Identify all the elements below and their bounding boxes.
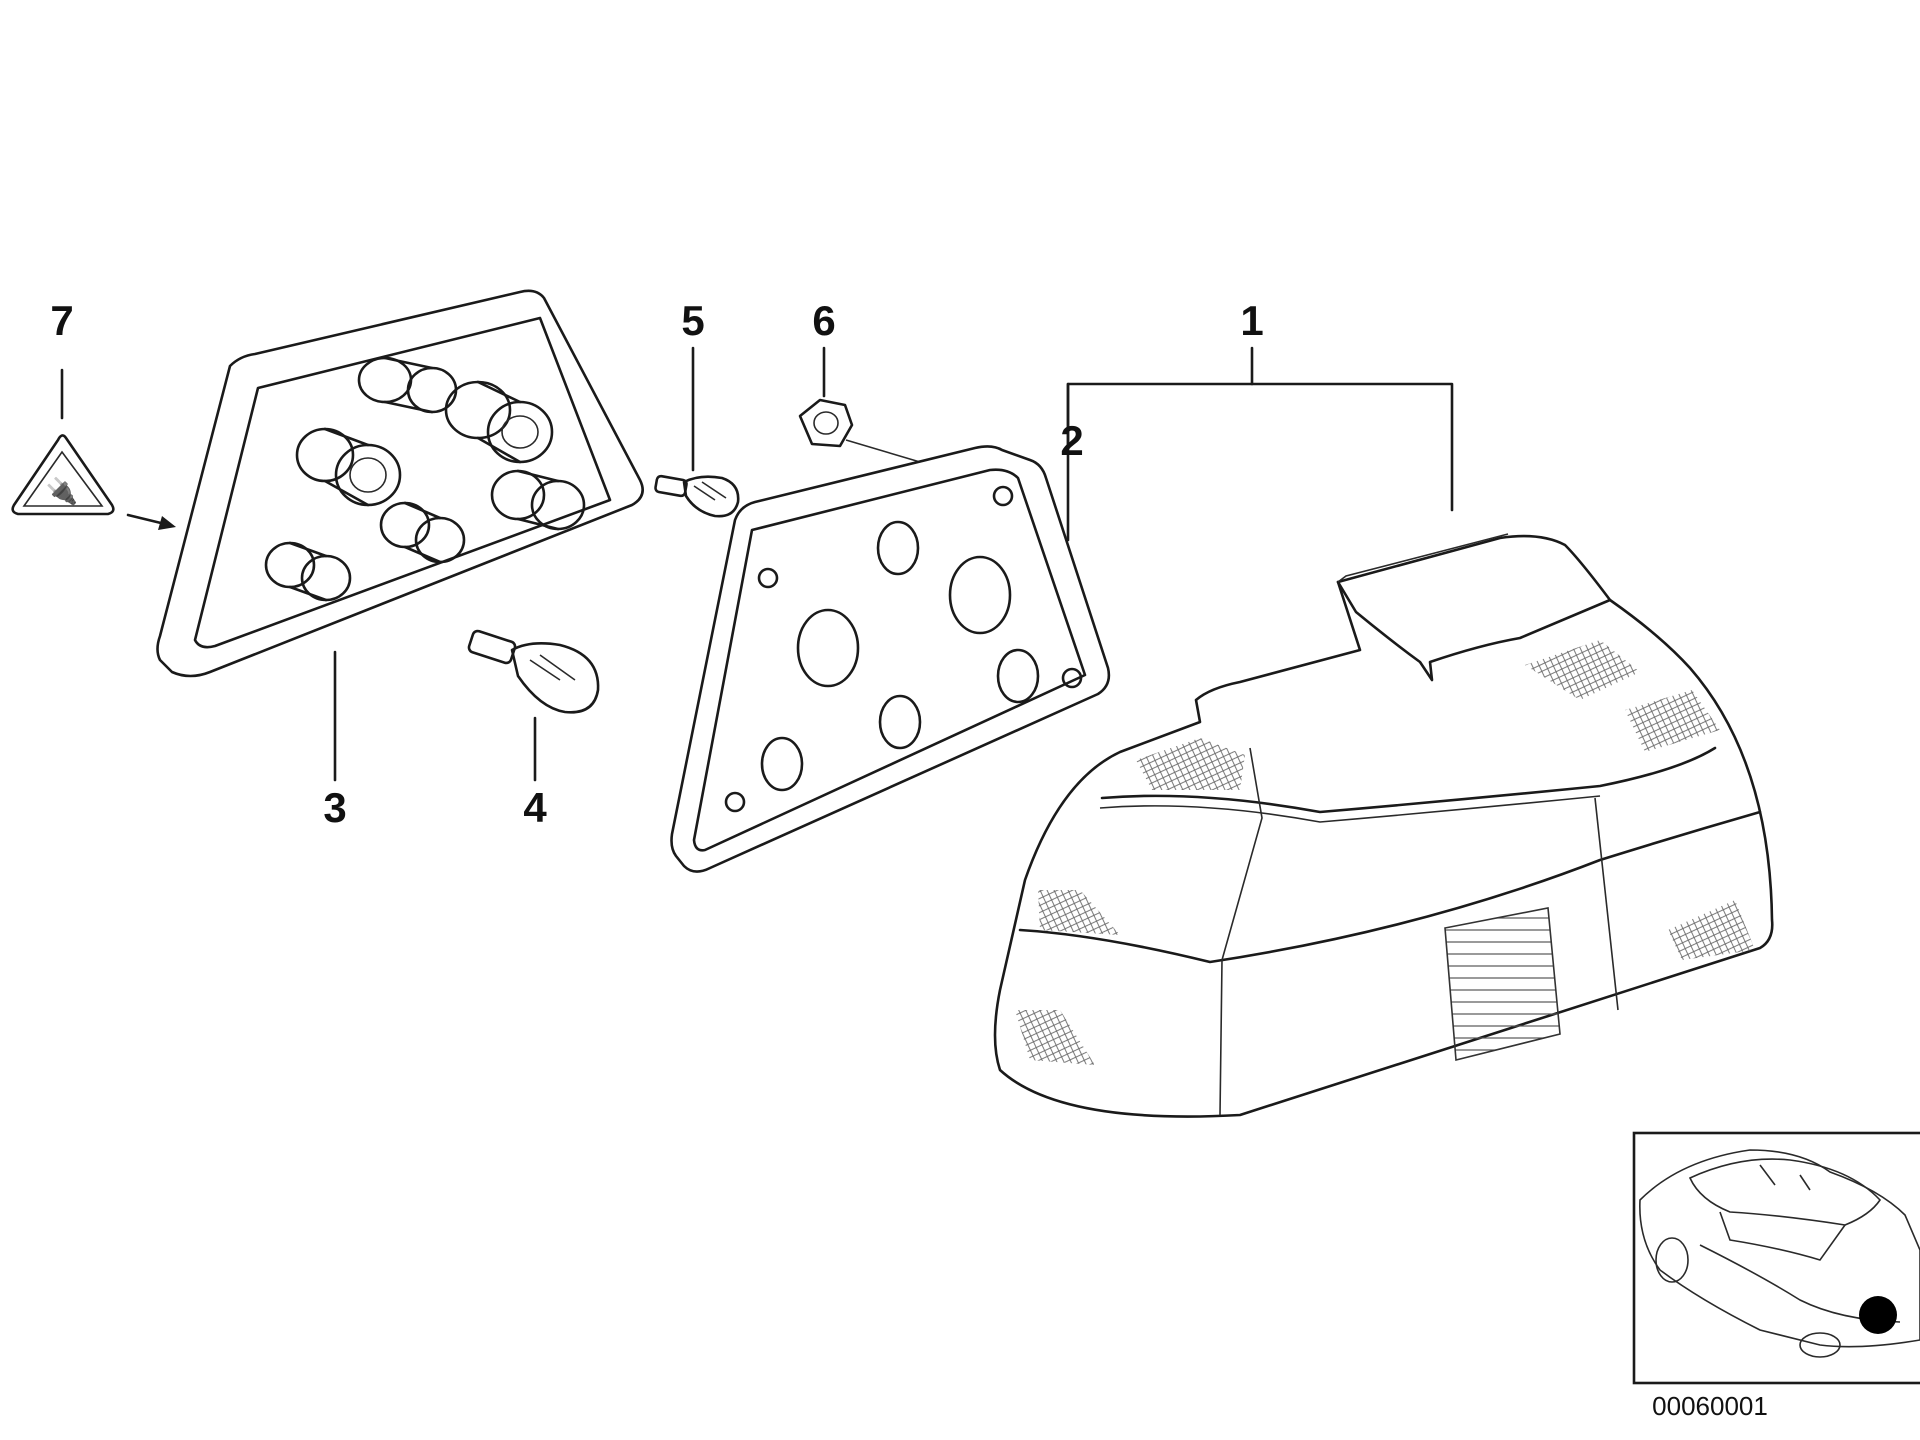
callout-7: 7 [50, 297, 73, 344]
arrow-icon [126, 513, 176, 530]
location-inset [1632, 1131, 1920, 1385]
tail-light-part [993, 533, 1774, 1118]
gasket-part [670, 445, 1111, 873]
callout-1: 1 [1240, 297, 1263, 344]
bulb-small-part [654, 474, 740, 518]
callout-3: 3 [323, 784, 346, 831]
callout-5: 5 [681, 297, 704, 344]
car-outline-icon [1639, 1149, 1920, 1358]
bulb-carrier-part [156, 289, 644, 678]
callout-2: 2 [1060, 417, 1083, 464]
bulb-large-part [467, 629, 600, 714]
nut-part [798, 398, 921, 463]
callout-6: 6 [812, 297, 835, 344]
warning-triangle-icon: 🔌 [11, 434, 115, 516]
location-marker-icon [1859, 1296, 1897, 1334]
callout-4: 4 [523, 784, 547, 831]
document-number: 00060001 [1652, 1391, 1768, 1421]
svg-text:🔌: 🔌 [46, 476, 78, 506]
